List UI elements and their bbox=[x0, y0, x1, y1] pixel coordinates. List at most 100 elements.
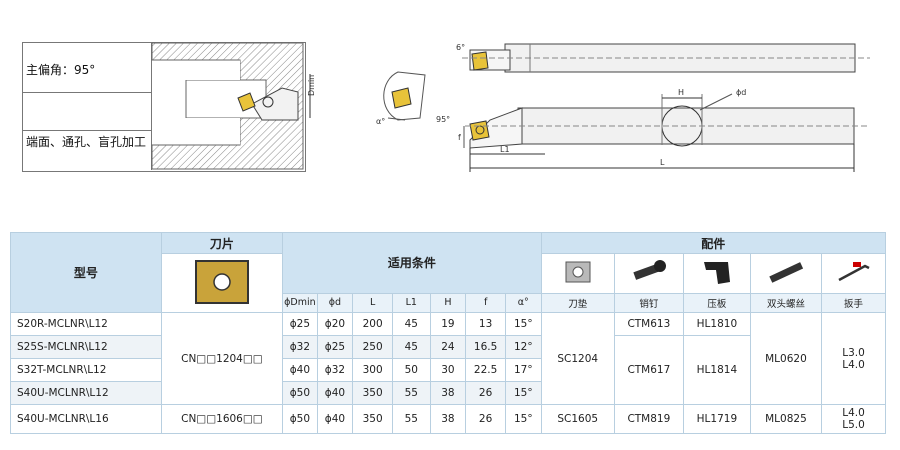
technical-drawing: Dmin α° 6° H ϕd 95° f L1 L bbox=[151, 42, 870, 172]
L1-cell: 45 bbox=[391, 312, 431, 336]
d-cell: ϕ25 bbox=[316, 335, 354, 359]
clamp-cell: HL1814 bbox=[682, 335, 751, 405]
table-row: S40U-MCLNR\L16 CN□□1606□□ ϕ50 ϕ40 350 55… bbox=[10, 404, 886, 434]
L1-cell: 55 bbox=[391, 381, 431, 405]
use-label: 端面、通孔、盲孔加工 bbox=[26, 135, 147, 149]
L1-cell: 55 bbox=[391, 404, 431, 434]
f-label: f bbox=[458, 133, 461, 142]
col-dmin: ϕDmin bbox=[282, 292, 318, 314]
L1-cell: 45 bbox=[391, 335, 431, 359]
clamp-cell: HL1810 bbox=[682, 312, 751, 336]
pin-image bbox=[633, 259, 666, 280]
clamp-image bbox=[703, 261, 730, 284]
dmin-cell: ϕ32 bbox=[282, 335, 318, 359]
spec-table: 型号 刀片 适用条件 配件 ϕDmin ϕd L L1 H bbox=[10, 232, 887, 434]
table-row: S32T-MCLNR\L12 ϕ40 ϕ32 300 50 30 22.5 17… bbox=[10, 358, 886, 382]
col-f: f bbox=[465, 292, 506, 314]
col-clamp: 压板 bbox=[682, 292, 751, 314]
col-L1: L1 bbox=[391, 292, 431, 314]
workpiece-section bbox=[151, 42, 304, 170]
L-cell: 350 bbox=[352, 404, 393, 434]
d-cell: ϕ32 bbox=[316, 358, 354, 382]
col-pin: 销钉 bbox=[613, 292, 684, 314]
screw-cell: ML0620 bbox=[749, 312, 823, 405]
H-cell: 38 bbox=[429, 404, 467, 434]
clamp-image-cell bbox=[682, 253, 751, 294]
col-alpha: α° bbox=[505, 292, 542, 314]
screw-image-cell bbox=[749, 253, 823, 294]
L-cell: 250 bbox=[352, 335, 393, 359]
info-box-divider-1 bbox=[22, 92, 151, 93]
pin-cell: CTM819 bbox=[613, 404, 684, 434]
col-shim: 刀垫 bbox=[540, 292, 615, 314]
d-cell: ϕ40 bbox=[316, 381, 354, 405]
insert-cell: CN□□1606□□ bbox=[160, 404, 284, 434]
alpha-angle-label: α° bbox=[376, 117, 385, 126]
d-cell: ϕ20 bbox=[316, 312, 354, 336]
pin-image-cell bbox=[613, 253, 684, 294]
col-screw: 双头螺丝 bbox=[749, 292, 823, 314]
wrench-size: L5.0 bbox=[842, 419, 865, 431]
clamp-cell: HL1719 bbox=[682, 404, 751, 434]
alpha-cell: 15° bbox=[505, 381, 542, 405]
parts-header: 配件 bbox=[540, 232, 887, 254]
col-L: L bbox=[352, 292, 393, 314]
dmin-cell: ϕ40 bbox=[282, 358, 318, 382]
dmin-cell: ϕ25 bbox=[282, 312, 318, 336]
f-cell: 16.5 bbox=[465, 335, 506, 359]
H-cell: 24 bbox=[429, 335, 467, 359]
L1-cell: 50 bbox=[391, 358, 431, 382]
H-cell: 30 bbox=[429, 358, 467, 382]
screw-image bbox=[769, 261, 804, 283]
wrench-cell: L3.0 L4.0 bbox=[821, 312, 886, 405]
table-row: S20R-MCLNR\L12 CN□□1204□□ ϕ25 ϕ20 200 45… bbox=[10, 312, 886, 405]
model-cell: S32T-MCLNR\L12 bbox=[10, 358, 162, 382]
table-row: S25S-MCLNR\L12 ϕ32 ϕ25 250 45 24 16.5 12… bbox=[10, 335, 886, 405]
insert-image-cell bbox=[160, 253, 284, 313]
angle-6-label: 6° bbox=[456, 43, 465, 52]
L-cell: 350 bbox=[352, 381, 393, 405]
l-label: L bbox=[660, 158, 665, 167]
boring-bar-main-view: H ϕd 95° f L1 L bbox=[436, 88, 870, 172]
pin-cell: CTM613 bbox=[613, 312, 684, 336]
insert-header: 刀片 bbox=[160, 232, 284, 254]
d-cell: ϕ40 bbox=[316, 404, 354, 434]
wrench-size: L3.0 bbox=[842, 346, 865, 359]
insert-image bbox=[194, 259, 249, 304]
dmin-label: Dmin bbox=[307, 75, 316, 96]
model-cell: S40U-MCLNR\L16 bbox=[10, 404, 162, 434]
screw-cell: ML0825 bbox=[749, 404, 823, 434]
shim-cell: SC1605 bbox=[540, 404, 615, 434]
col-wrench: 扳手 bbox=[821, 292, 886, 314]
alpha-cell: 15° bbox=[505, 312, 542, 336]
alpha-cell: 12° bbox=[505, 335, 542, 359]
f-cell: 26 bbox=[465, 404, 506, 434]
shim-image-cell bbox=[540, 253, 615, 294]
dmin-cell: ϕ50 bbox=[282, 381, 318, 405]
col-H: H bbox=[429, 292, 467, 314]
dmin-cell: ϕ50 bbox=[282, 404, 318, 434]
boring-bar-small bbox=[237, 74, 311, 121]
h-label: H bbox=[678, 88, 684, 97]
angle-label: 主偏角：95° bbox=[26, 63, 96, 77]
angle-95-label: 95° bbox=[436, 115, 450, 124]
alpha-cell: 15° bbox=[505, 404, 542, 434]
wrench-size: L4.0 bbox=[842, 358, 865, 371]
L-cell: 200 bbox=[352, 312, 393, 336]
boring-bar-top-view: 6° bbox=[456, 43, 870, 73]
f-cell: 22.5 bbox=[465, 358, 506, 382]
L-cell: 300 bbox=[352, 358, 393, 382]
insert-cell: CN□□1204□□ bbox=[160, 312, 284, 405]
H-cell: 19 bbox=[429, 312, 467, 336]
alpha-cell: 17° bbox=[505, 358, 542, 382]
f-cell: 26 bbox=[465, 381, 506, 405]
model-cell: S40U-MCLNR\L12 bbox=[10, 381, 162, 405]
f-cell: 13 bbox=[465, 312, 506, 336]
H-cell: 38 bbox=[429, 381, 467, 405]
wrench-image bbox=[837, 261, 870, 281]
wrench-cell: L4.0 L5.0 bbox=[821, 404, 886, 434]
pin-cell: CTM617 bbox=[613, 335, 684, 405]
wrench-size: L4.0 bbox=[842, 407, 865, 419]
wrench-image-cell bbox=[821, 253, 886, 294]
l1-label: L1 bbox=[500, 145, 510, 154]
